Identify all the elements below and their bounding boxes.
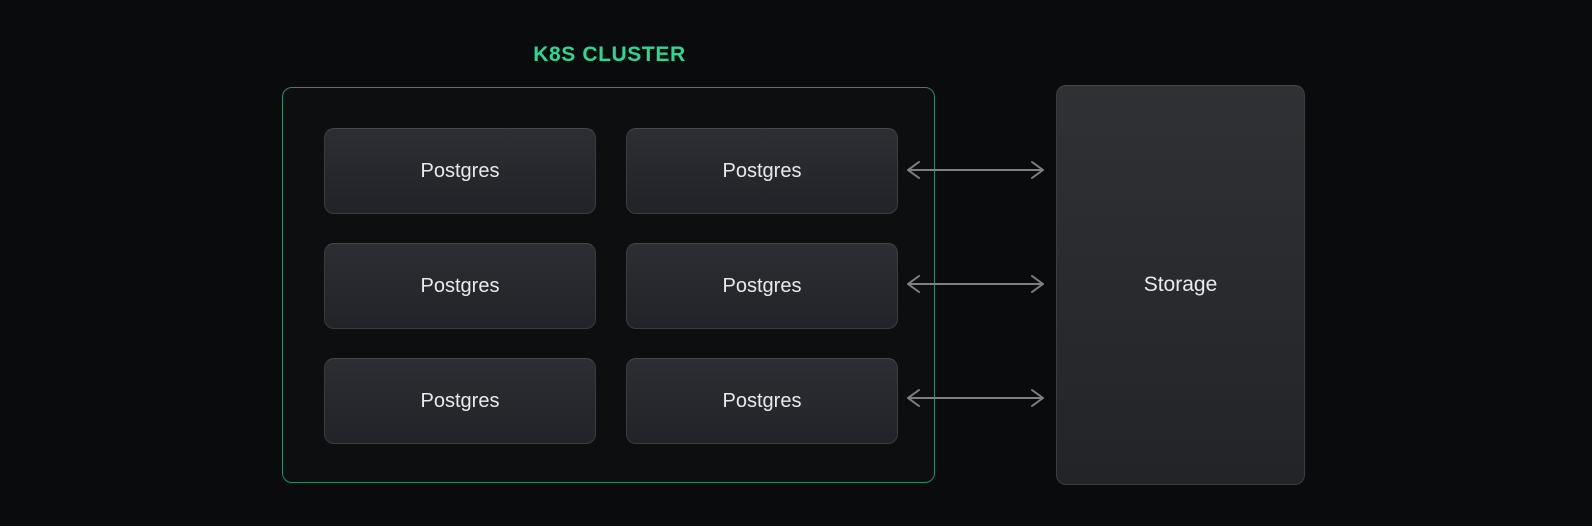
postgres-node-label: Postgres [420, 159, 500, 182]
postgres-node-3: Postgres [324, 243, 596, 329]
postgres-node-label: Postgres [722, 159, 802, 182]
k8s-cluster-title: K8S CLUSTER [533, 43, 686, 66]
storage-node: Storage [1056, 85, 1305, 485]
k8s-cluster-box: Postgres Postgres Postgres Postgres Post… [282, 87, 935, 483]
postgres-node-label: Postgres [722, 389, 802, 412]
postgres-node-label: Postgres [722, 274, 802, 297]
postgres-node-label: Postgres [420, 274, 500, 297]
postgres-node-label: Postgres [420, 389, 500, 412]
postgres-node-2: Postgres [626, 128, 898, 214]
postgres-node-5: Postgres [324, 358, 596, 444]
postgres-node-1: Postgres [324, 128, 596, 214]
storage-node-label: Storage [1143, 273, 1218, 296]
postgres-node-6: Postgres [626, 358, 898, 444]
postgres-node-4: Postgres [626, 243, 898, 329]
